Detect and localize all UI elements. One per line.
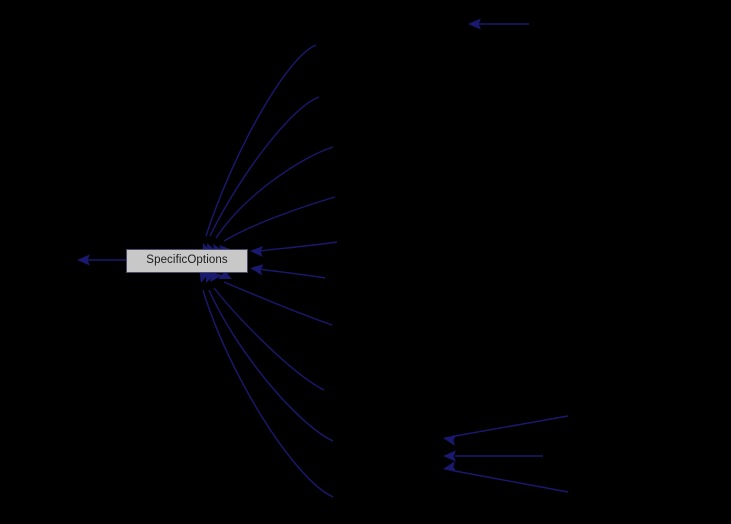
fragment-edge-bottom-1 <box>454 415 569 437</box>
incoming-edge-6-arrowhead <box>250 264 264 276</box>
incoming-edge-3 <box>215 146 334 239</box>
incoming-edge-6 <box>258 268 326 279</box>
incoming-edge-2 <box>209 96 320 237</box>
specific-options-outgoing-arrowhead <box>77 254 90 266</box>
incoming-edge-7 <box>223 281 333 326</box>
incoming-edge-1 <box>205 44 317 237</box>
fragment-edge-bottom-3 <box>454 470 569 493</box>
graph-node-specific-options[interactable]: SpecificOptions <box>126 249 248 273</box>
incoming-edge-10 <box>202 289 334 498</box>
incoming-edge-5 <box>258 241 338 252</box>
fragment-edge-bottom-2-arrowhead <box>443 450 456 462</box>
incoming-edge-9 <box>208 289 334 442</box>
graph-node-label: SpecificOptions <box>146 254 228 267</box>
fragment-edge-top-right-arrowhead <box>468 18 481 30</box>
fragment-edge-bottom-3-arrowhead <box>443 461 457 473</box>
incoming-edge-5-arrowhead <box>250 245 264 258</box>
incoming-edge-7-arrowhead <box>218 268 233 279</box>
fragment-edge-bottom-1-arrowhead <box>443 434 457 446</box>
edges-group <box>84 23 569 498</box>
incoming-edge-4 <box>223 196 336 242</box>
arrowheads-group <box>77 18 481 473</box>
incoming-edge-8 <box>213 287 325 391</box>
